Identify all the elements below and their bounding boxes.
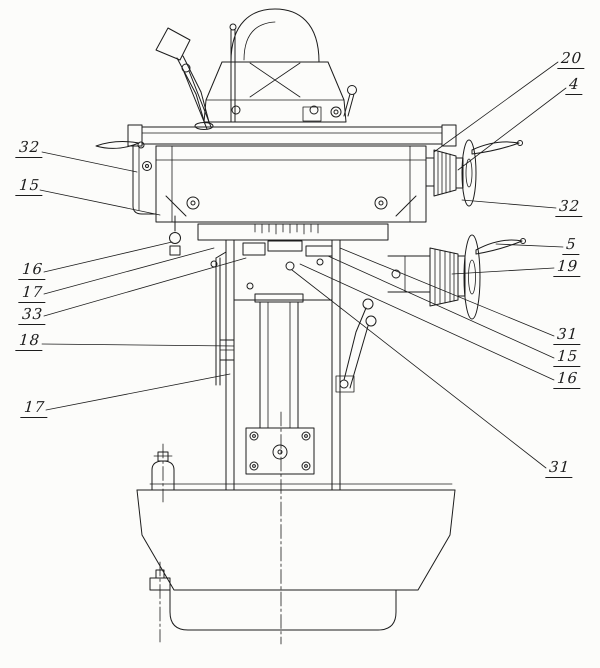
callout-right-32: 32 [555, 197, 584, 217]
mounting-plate [245, 427, 315, 475]
machine-base [136, 483, 456, 631]
head-housing [203, 61, 347, 123]
clamp-fittings [242, 240, 333, 271]
callout-left-15: 15 [15, 176, 44, 196]
saddle [155, 145, 427, 223]
handwheel-upper-right [425, 139, 523, 207]
elevating-screw [254, 293, 304, 429]
work-table [127, 124, 457, 147]
callout-right-31: 31 [553, 325, 582, 345]
motor-dome [221, 8, 329, 63]
callout-right-31b: 31 [545, 458, 574, 478]
callout-left-33: 33 [18, 305, 47, 325]
handwheel-lower-right [387, 234, 526, 320]
callout-right-19: 19 [553, 257, 582, 277]
control-levers [335, 298, 377, 393]
callout-left-16: 16 [18, 260, 47, 280]
oiler-fitting [169, 215, 181, 256]
leader-lines [39, 61, 567, 469]
callout-left-32: 32 [15, 138, 44, 158]
callout-right-20: 20 [557, 49, 586, 69]
centerlines [159, 411, 282, 645]
callout-left-17b: 17 [20, 398, 49, 418]
ball-handle-left [181, 63, 212, 130]
callout-right-5: 5 [562, 235, 581, 255]
table-handle-left [95, 141, 145, 149]
callout-right-4: 4 [565, 75, 584, 95]
callout-right-16: 16 [553, 369, 582, 389]
left-bracket [132, 145, 157, 215]
callout-left-17: 17 [18, 283, 47, 303]
callout-left-18: 18 [15, 331, 44, 351]
lube-pipe [210, 251, 235, 386]
ball-lever-top-right [330, 85, 357, 118]
knee-column [225, 239, 341, 491]
support-rod [229, 23, 237, 123]
swivel-plate [197, 223, 389, 241]
callout-right-15: 15 [553, 347, 582, 367]
